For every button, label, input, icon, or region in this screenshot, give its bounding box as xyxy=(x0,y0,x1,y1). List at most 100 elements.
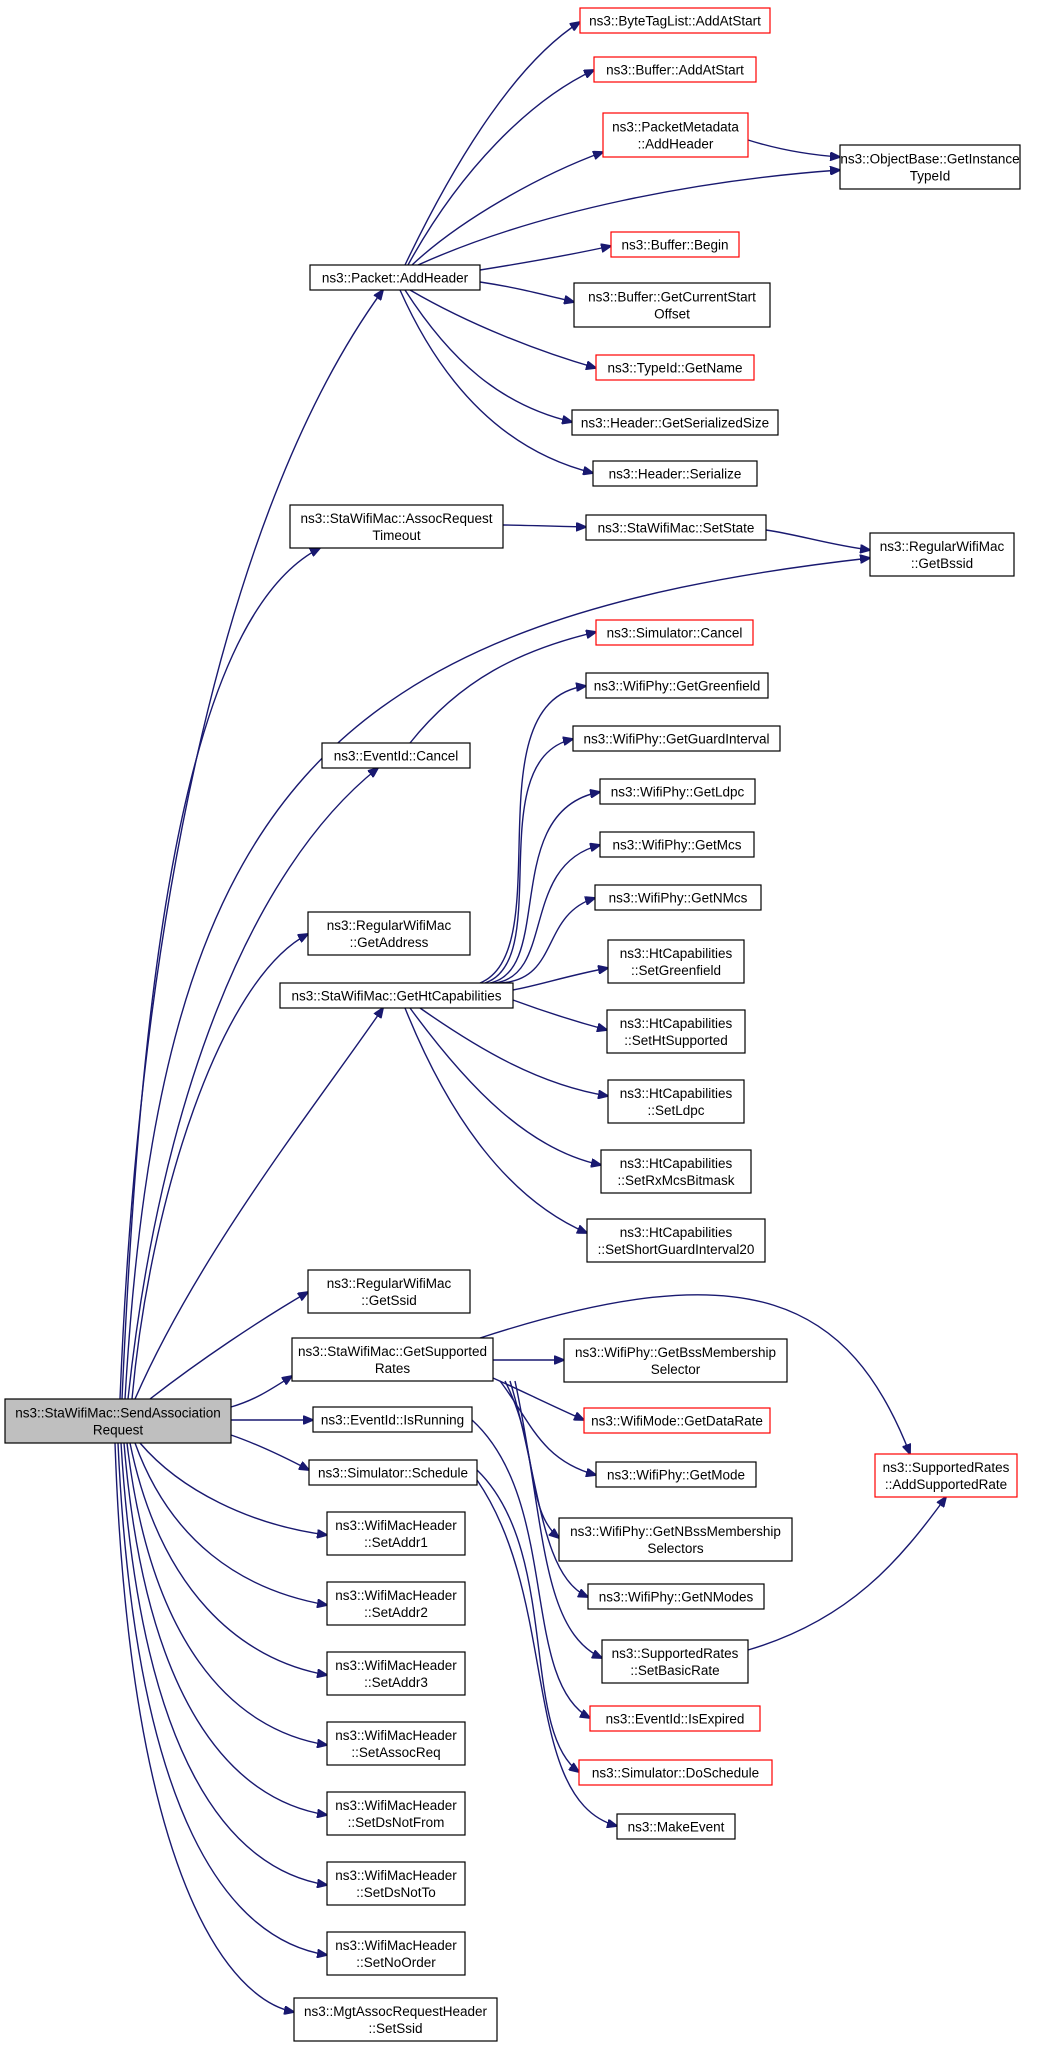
node-eventid_cancel[interactable]: ns3::EventId::Cancel xyxy=(321,742,471,769)
node-ht_setshortguardinterval20[interactable]: ns3::HtCapabilities::SetShortGuardInterv… xyxy=(586,1218,766,1263)
node-setaddr3[interactable]: ns3::WifiMacHeader::SetAddr3 xyxy=(326,1651,466,1696)
node-supportedrates_setbasicrate[interactable]: ns3::SupportedRates::SetBasicRate xyxy=(601,1639,749,1684)
edge-gethtcapabilities-to-ht_sethtsupported xyxy=(512,999,607,1030)
node-getssid[interactable]: ns3::RegularWifiMac::GetSsid xyxy=(307,1269,471,1314)
node-box xyxy=(572,725,781,752)
node-setdsnotto[interactable]: ns3::WifiMacHeader::SetDsNotTo xyxy=(326,1861,466,1906)
node-label-line: ns3::Packet::AddHeader xyxy=(322,271,469,286)
node-label-line: ns3::MgtAssocRequestHeader xyxy=(304,2004,488,2019)
node-simulator_doschedule[interactable]: ns3::Simulator::DoSchedule xyxy=(578,1759,773,1786)
node-box xyxy=(594,884,762,911)
node-label-line: Selectors xyxy=(647,1541,704,1556)
edge-gethtcapabilities-to-getgreenfield xyxy=(479,686,586,984)
node-setaddr1[interactable]: ns3::WifiMacHeader::SetAddr1 xyxy=(326,1511,466,1556)
node-getnmodes[interactable]: ns3::WifiPhy::GetNModes xyxy=(587,1583,765,1610)
node-label-line: Rates xyxy=(375,1361,411,1376)
node-setnoorder[interactable]: ns3::WifiMacHeader::SetNoOrder xyxy=(326,1931,466,1976)
node-typeid_getname[interactable]: ns3::TypeId::GetName xyxy=(595,354,755,381)
node-box xyxy=(573,282,771,328)
node-box xyxy=(579,7,771,34)
node-label-line: ns3::EventId::Cancel xyxy=(334,749,459,764)
node-label-line: ns3::WifiPhy::GetGuardInterval xyxy=(583,732,769,747)
node-label-line: ns3::StaWifiMac::GetSupported xyxy=(298,1344,487,1359)
node-label-line: ns3::HtCapabilities xyxy=(620,1016,733,1031)
edge-getsupportedrates-to-supportedrates_setbasicrate xyxy=(514,1380,602,1658)
node-ht_setgreenfield[interactable]: ns3::HtCapabilities::SetGreenfield xyxy=(607,939,745,984)
node-label-line: ns3::RegularWifiMac xyxy=(327,1276,452,1291)
node-setssid[interactable]: ns3::MgtAssocRequestHeader::SetSsid xyxy=(293,1997,498,2042)
node-gethtcapabilities[interactable]: ns3::StaWifiMac::GetHtCapabilities xyxy=(279,982,514,1009)
node-box xyxy=(583,1407,771,1434)
edge-root-to-getaddress xyxy=(131,934,308,1400)
node-box xyxy=(599,831,755,858)
node-getmode[interactable]: ns3::WifiPhy::GetMode xyxy=(595,1461,757,1488)
node-label-line: ::SetHtSupported xyxy=(624,1033,728,1048)
node-wifimode_getdatarate[interactable]: ns3::WifiMode::GetDataRate xyxy=(583,1407,771,1434)
node-box xyxy=(610,231,740,258)
node-setdsnotfrom[interactable]: ns3::WifiMacHeader::SetDsNotFrom xyxy=(326,1791,466,1836)
node-box xyxy=(291,1337,494,1382)
node-packet_addheader[interactable]: ns3::Packet::AddHeader xyxy=(309,264,481,291)
node-header_serialize[interactable]: ns3::Header::Serialize xyxy=(592,460,758,487)
node-setstate[interactable]: ns3::StaWifiMac::SetState xyxy=(585,514,767,541)
node-label-line: ns3::WifiMacHeader xyxy=(335,1588,457,1603)
node-supportedrates_addsupportedrate[interactable]: ns3::SupportedRates::AddSupportedRate xyxy=(874,1453,1018,1498)
node-box xyxy=(595,1461,757,1488)
node-box xyxy=(593,56,757,83)
node-getmcs[interactable]: ns3::WifiPhy::GetMcs xyxy=(599,831,755,858)
node-eventid_isrunning[interactable]: ns3::EventId::IsRunning xyxy=(312,1406,473,1433)
node-bytetaglist_addatstart[interactable]: ns3::ByteTagList::AddAtStart xyxy=(579,7,771,34)
node-getldpc[interactable]: ns3::WifiPhy::GetLdpc xyxy=(599,778,756,805)
node-label-line: ns3::Header::GetSerializedSize xyxy=(581,416,769,431)
node-label-line: Request xyxy=(93,1423,144,1438)
node-box xyxy=(571,409,779,436)
node-setassocreq[interactable]: ns3::WifiMacHeader::SetAssocReq xyxy=(326,1721,466,1766)
node-box xyxy=(293,1997,498,2042)
node-box xyxy=(563,1338,788,1383)
node-getaddress[interactable]: ns3::RegularWifiMac::GetAddress xyxy=(307,911,471,956)
edge-root-to-setnoorder xyxy=(117,1442,327,1955)
node-ht_setrxmcsbitmask[interactable]: ns3::HtCapabilities::SetRxMcsBitmask xyxy=(600,1149,752,1194)
node-buffer_addatstart[interactable]: ns3::Buffer::AddAtStart xyxy=(593,56,757,83)
node-label-line: ns3::PacketMetadata xyxy=(612,120,739,135)
node-box xyxy=(587,1583,765,1610)
edge-packet_addheader-to-header_getserializedsize xyxy=(404,289,572,422)
node-ht_setldpc[interactable]: ns3::HtCapabilities::SetLdpc xyxy=(607,1079,745,1124)
node-ht_sethtsupported[interactable]: ns3::HtCapabilities::SetHtSupported xyxy=(606,1009,746,1054)
node-buffer_begin[interactable]: ns3::Buffer::Begin xyxy=(610,231,740,258)
node-box xyxy=(600,1149,752,1194)
edge-eventid_isrunning-to-eventid_isexpired xyxy=(471,1419,590,1718)
node-label-line: ns3::EventId::IsExpired xyxy=(606,1712,745,1727)
node-packetmetadata_addheader[interactable]: ns3::PacketMetadata::AddHeader xyxy=(602,112,749,158)
edge-root-to-simulator_schedule xyxy=(230,1434,309,1470)
node-box xyxy=(585,514,767,541)
node-header_getserializedsize[interactable]: ns3::Header::GetSerializedSize xyxy=(571,409,779,436)
node-simulator_cancel[interactable]: ns3::Simulator::Cancel xyxy=(595,619,754,646)
node-simulator_schedule[interactable]: ns3::Simulator::Schedule xyxy=(308,1459,478,1486)
node-getnmcs[interactable]: ns3::WifiPhy::GetNMcs xyxy=(594,884,762,911)
node-box xyxy=(289,504,504,549)
node-getguardinterval[interactable]: ns3::WifiPhy::GetGuardInterval xyxy=(572,725,781,752)
node-eventid_isexpired[interactable]: ns3::EventId::IsExpired xyxy=(589,1705,761,1732)
node-label-line: ns3::WifiPhy::GetNMcs xyxy=(609,891,748,906)
node-box xyxy=(607,1079,745,1124)
node-box xyxy=(312,1406,473,1433)
node-makeevent[interactable]: ns3::MakeEvent xyxy=(616,1813,736,1840)
edge-packet_addheader-to-header_serialize xyxy=(399,289,593,473)
node-label-line: ::SetAddr1 xyxy=(364,1535,428,1550)
node-getgreenfield[interactable]: ns3::WifiPhy::GetGreenfield xyxy=(585,672,769,699)
node-label-line: ::SetDsNotTo xyxy=(356,1885,436,1900)
node-setaddr2[interactable]: ns3::WifiMacHeader::SetAddr2 xyxy=(326,1581,466,1626)
node-box xyxy=(326,1511,466,1556)
edge-root-to-setssid xyxy=(114,1442,294,2012)
node-getbssid[interactable]: ns3::RegularWifiMac::GetBssid xyxy=(869,532,1015,577)
node-label-line: ns3::WifiPhy::GetNModes xyxy=(599,1590,754,1605)
edge-root-to-setaddr3 xyxy=(129,1442,327,1675)
